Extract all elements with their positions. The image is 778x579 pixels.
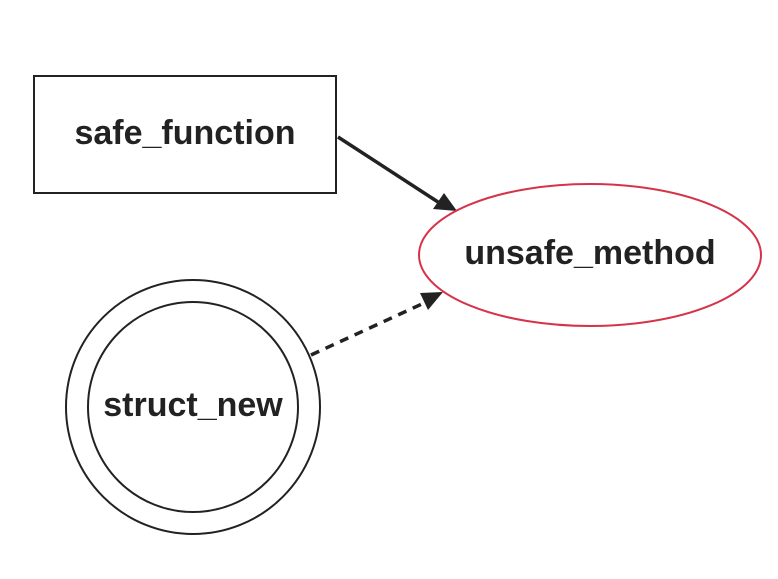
node-safe-function-label: safe_function [74,114,295,152]
edge-safe-function-to-unsafe-method [337,135,457,211]
node-unsafe-method[interactable]: unsafe_method [418,183,762,327]
node-safe-function-shape [33,75,337,194]
node-unsafe-method-shape [418,183,762,327]
node-struct-new-inner-ring [87,301,299,513]
node-struct-new-label: struct_new [103,386,283,424]
node-unsafe-method-label: unsafe_method [464,234,715,272]
node-struct-new[interactable]: struct_new [65,279,321,535]
node-safe-function[interactable]: safe_function [33,75,337,194]
edge-struct-new-to-unsafe-method [310,292,443,357]
